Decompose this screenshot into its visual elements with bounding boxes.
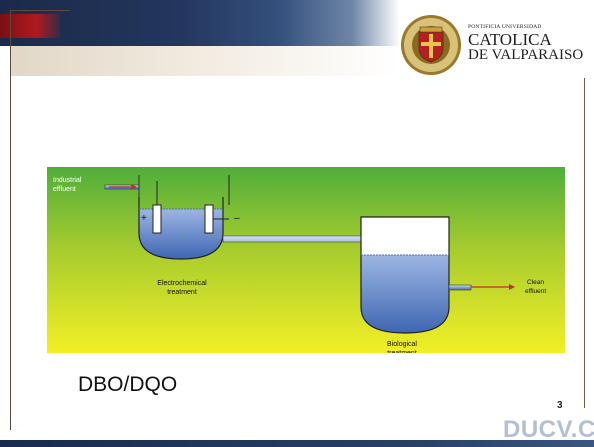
- clean-effluent-label-1: Clean: [527, 279, 544, 286]
- logo-line-1: PONTIFICIA UNIVERSIDAD: [468, 24, 542, 30]
- diagram-background: [47, 167, 565, 353]
- biological-label-1: Biological: [387, 341, 417, 348]
- treatment-diagram: + – Industrial effluent Electrochemical …: [47, 167, 565, 353]
- cathode-electrode: [204, 204, 214, 234]
- electrochemical-label-2: treatment: [167, 289, 197, 296]
- footer-bar: [0, 440, 594, 447]
- slide-number: 3: [557, 400, 563, 411]
- inlet-arrowhead: [131, 184, 137, 190]
- slide-caption: DBO/DQO: [78, 373, 178, 396]
- outlet-arrowhead: [509, 284, 515, 290]
- treatment-diagram-svg: + – Industrial effluent Electrochemical …: [47, 167, 565, 353]
- header-banner: [0, 0, 400, 46]
- biological-tank-wall: [360, 216, 450, 334]
- footer-watermark: DUCV.C: [503, 416, 594, 443]
- biological-tank-water: [361, 255, 449, 333]
- electrochemical-tank-wall: [138, 197, 224, 260]
- university-seal-icon: [401, 15, 461, 75]
- industrial-effluent-label-1: Industrial: [53, 177, 82, 184]
- header-accent-stripe: [0, 14, 60, 38]
- minus-label: –: [234, 213, 240, 224]
- industrial-effluent-label-2: effluent: [53, 186, 76, 193]
- logo-text: PONTIFICIA UNIVERSIDAD CATOLICA DE VALPA…: [468, 24, 588, 63]
- logo-line-3: DE VALPARAISO: [468, 47, 584, 63]
- frame-line-top: [10, 10, 70, 11]
- clean-effluent-label-2: effluent: [525, 288, 546, 295]
- anode-electrode: [152, 204, 162, 234]
- header-shadow-band: [10, 46, 400, 76]
- electrochemical-label-1: Electrochemical: [157, 280, 207, 287]
- university-logo: PONTIFICIA UNIVERSIDAD CATOLICA DE VALPA…: [398, 12, 588, 78]
- biological-tank-air: [361, 217, 449, 255]
- biological-label-2: treatment: [387, 350, 417, 353]
- outlet-pipe: [448, 284, 472, 291]
- frame-line-right: [584, 78, 585, 408]
- logo-line-2: CATOLICA: [468, 30, 552, 49]
- frame-line-left: [10, 10, 11, 430]
- plus-label: +: [141, 213, 147, 224]
